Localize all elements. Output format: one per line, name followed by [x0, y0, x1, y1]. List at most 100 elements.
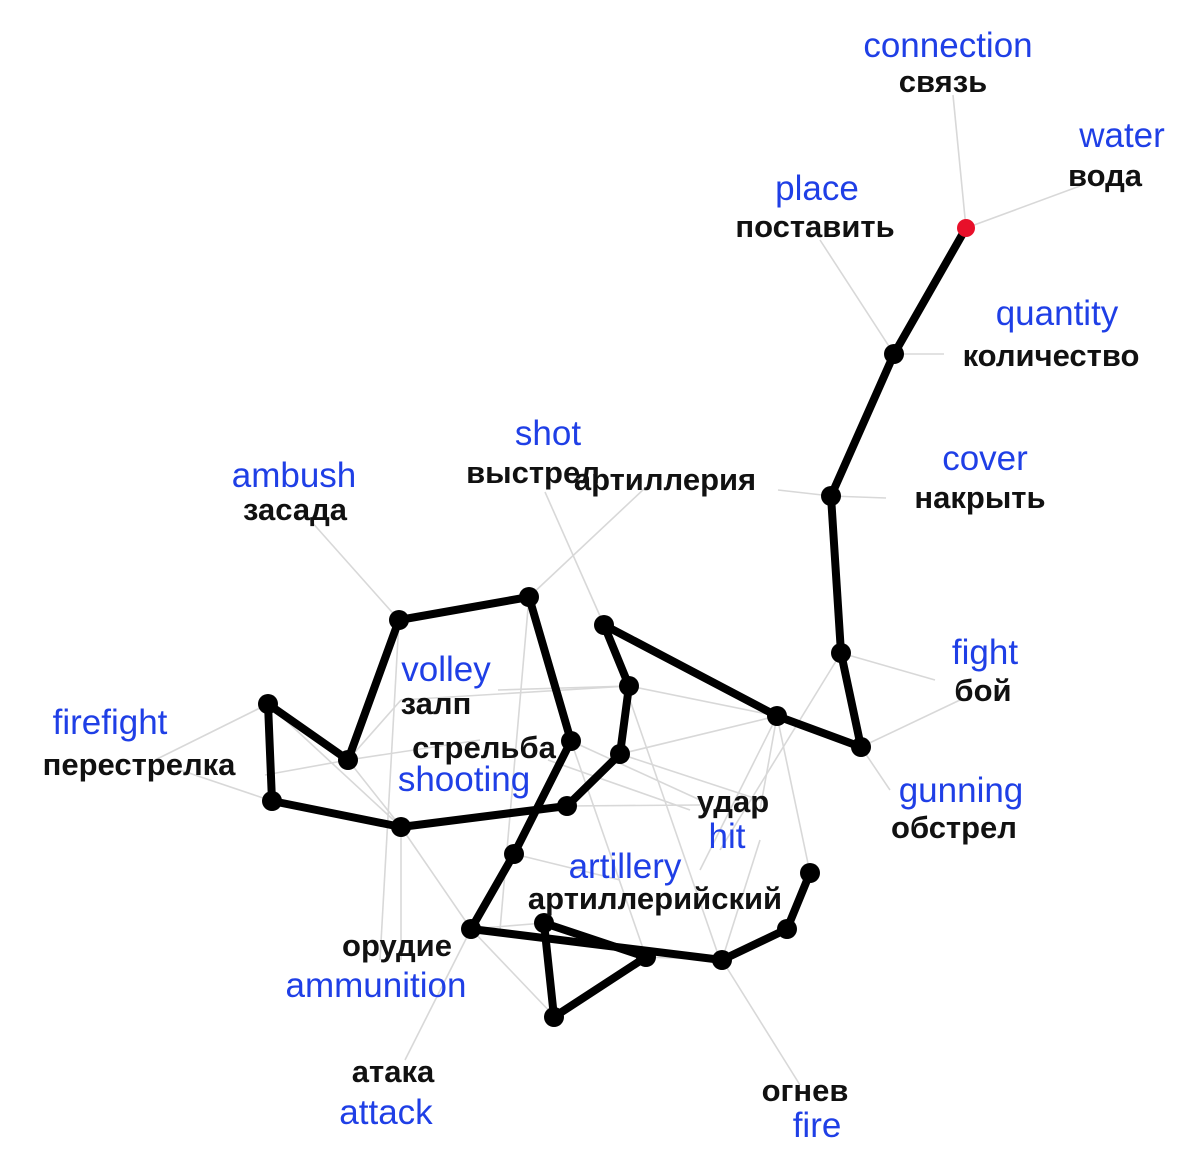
path-segment [783, 869, 814, 933]
label-ambush-en: ambush [232, 456, 357, 495]
label-place-en: place [775, 169, 859, 208]
path-node [831, 643, 851, 663]
path-segment [264, 700, 352, 764]
label-volley-ru: залп [401, 686, 472, 721]
label-place-ru: поставить [735, 209, 894, 244]
path-segment [510, 737, 575, 858]
path-node [557, 796, 577, 816]
path-node [619, 676, 639, 696]
association-edge [759, 715, 778, 811]
association-edge [840, 652, 936, 681]
start-node [957, 219, 975, 237]
path-node [561, 731, 581, 751]
association-edge [379, 619, 400, 961]
path-node [884, 344, 904, 364]
label-ambush-ru: засада [243, 492, 348, 527]
path-segment [344, 616, 403, 764]
path-node [338, 750, 358, 770]
association-edge [628, 685, 778, 717]
label-shooting-ru: стрельба [412, 730, 556, 765]
association-edge [570, 740, 647, 958]
label-artillery-ru: артиллерийский [528, 881, 782, 916]
path-node [391, 817, 411, 837]
path-segment [837, 649, 865, 751]
association-edge [719, 652, 842, 851]
label-hit-en: hit [709, 817, 746, 856]
path-segment [395, 593, 533, 624]
label-shot-en: shot [515, 414, 581, 453]
path-segment [890, 224, 970, 358]
path-node [800, 863, 820, 883]
label-water-en: water [1078, 116, 1165, 155]
association-edge [570, 740, 701, 801]
path-node [258, 694, 278, 714]
label-ammunition-ru: орудие [342, 928, 452, 963]
label-artilleria-ru: артиллерия [574, 462, 756, 497]
association-edge [264, 759, 349, 776]
label-quantity-en: quantity [996, 294, 1119, 333]
association-edge [400, 685, 630, 701]
association-edge [347, 699, 402, 761]
association-edge [528, 487, 646, 598]
association-edge [347, 759, 402, 828]
path-segment [563, 750, 624, 810]
path-node [767, 706, 787, 726]
association-edge [619, 753, 761, 801]
path-node [777, 919, 797, 939]
path-segment [540, 919, 650, 961]
association-edge [721, 959, 801, 1086]
path-segment [264, 700, 276, 805]
path-segment [540, 919, 558, 1021]
label-fight-ru: бой [954, 673, 1011, 708]
label-artillery-en: artillery [569, 847, 682, 886]
association-edge [721, 839, 761, 961]
label-gunning-ru: обстрел [891, 810, 1017, 845]
association-edge [347, 739, 481, 761]
association-edge [776, 715, 811, 874]
path-segment [550, 953, 650, 1021]
path-segment [600, 621, 781, 720]
association-edge [470, 928, 556, 1018]
label-volley-en: volley [401, 650, 491, 689]
labels: connection связь water вода place постав… [43, 26, 1166, 1145]
label-fight-en: fight [952, 633, 1018, 672]
label-water-ru: вода [1068, 158, 1143, 193]
path-node [610, 744, 630, 764]
association-edge [154, 703, 269, 761]
path-segment [525, 593, 575, 745]
path-node [636, 947, 656, 967]
label-fire-en: fire [793, 1106, 842, 1145]
label-fire-ru: огнев [762, 1073, 849, 1108]
path-node [534, 913, 554, 933]
label-gunning-en: gunning [899, 771, 1024, 810]
path-node [389, 610, 409, 630]
path-segment [467, 850, 518, 933]
path-segment [827, 350, 898, 500]
association-edge [513, 853, 621, 881]
association-edge [965, 185, 1081, 229]
label-firefight-ru: перестрелка [43, 747, 237, 782]
label-shooting-en: shooting [398, 760, 530, 799]
association-edge [952, 94, 967, 229]
association-edge [544, 491, 605, 626]
label-attack-en: attack [339, 1093, 433, 1132]
label-shot-ru: выстрел [466, 455, 600, 490]
path-node [461, 919, 481, 939]
association-edge [267, 703, 402, 828]
association-edges [154, 94, 1081, 1086]
path-node [262, 791, 282, 811]
path-segment [397, 802, 571, 831]
label-cover-en: cover [942, 439, 1028, 478]
label-connection-ru: связь [899, 64, 987, 99]
path-node [712, 950, 732, 970]
association-edge [400, 826, 472, 930]
association-edge [179, 769, 273, 802]
path-segment [773, 712, 865, 751]
path-node [594, 615, 614, 635]
label-connection-en: connection [863, 26, 1032, 65]
path-node [504, 844, 524, 864]
association-edge [860, 699, 961, 748]
path-node [519, 587, 539, 607]
path-node [851, 737, 871, 757]
